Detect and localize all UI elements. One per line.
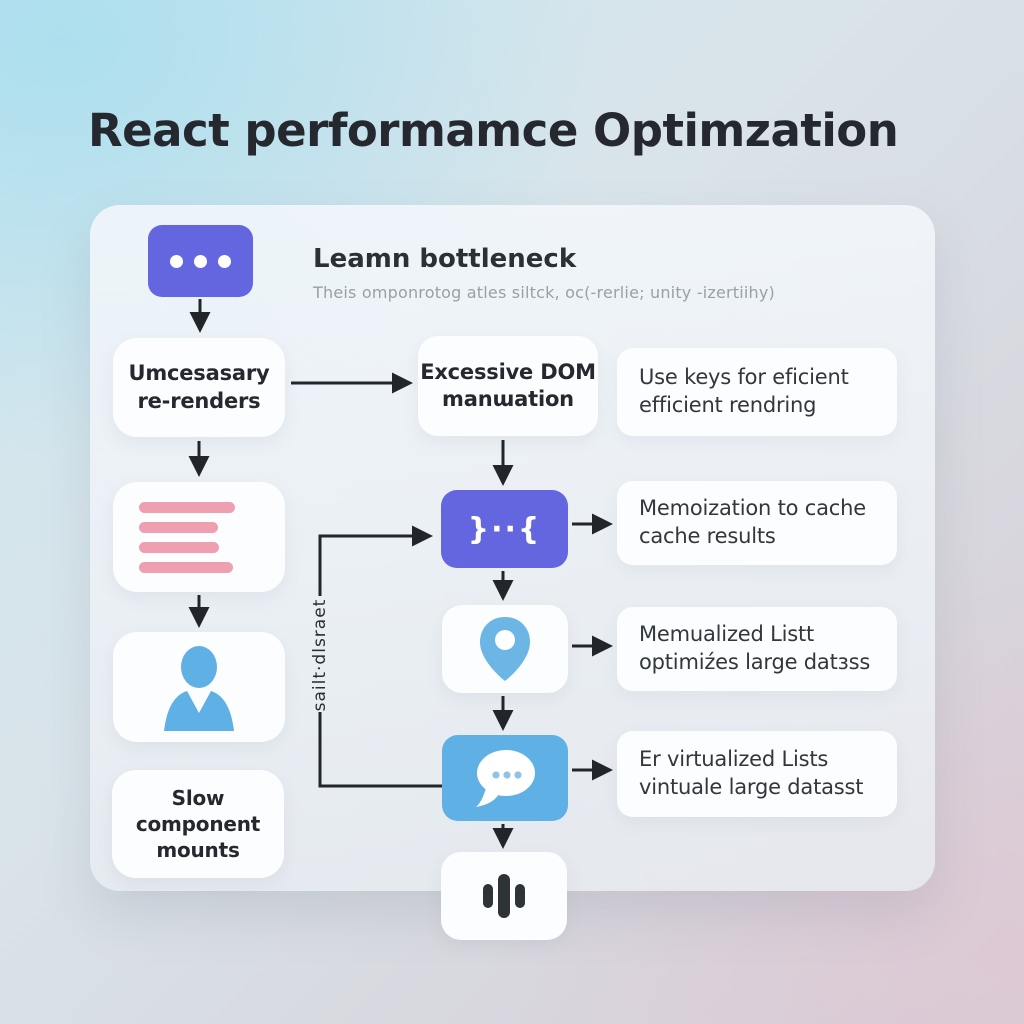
page-title: React performamce Optimzation (88, 104, 899, 157)
person-icon (164, 646, 234, 731)
node-slow-mounts: Slow component mounts (112, 770, 284, 878)
ellipsis-tile (148, 225, 253, 297)
equalizer-icon (483, 874, 525, 918)
chat-bubble-icon (476, 750, 535, 807)
ellipsis-icon (170, 254, 183, 268)
ellipsis-icon (194, 254, 207, 268)
code-braces-icon: }··{ (467, 511, 542, 547)
location-pin-icon (480, 617, 530, 681)
node-label: Excessive DOM manɯation (420, 359, 596, 411)
node-label: Slow component mounts (135, 786, 261, 862)
node-unnecessary-rerenders: Umcesasary re-renders (113, 338, 285, 437)
node-location (442, 605, 568, 693)
tip-memoized-list: Memualized Listt optimiźes large datɜss (617, 607, 897, 691)
node-equalizer (441, 852, 567, 940)
tip-virtualized-list: Er virtualized Lists vintuale large data… (617, 731, 897, 817)
tip-keys: Use keys for eficient efficient rendring (617, 348, 897, 436)
node-person (113, 632, 285, 742)
node-excessive-dom: Excessive DOM manɯation (418, 336, 598, 436)
section-title: Leamn bottleneck (313, 244, 577, 274)
section-subtitle: Theis omponrotog atles siltck, oc(-rerli… (313, 283, 775, 302)
node-chat (442, 735, 568, 821)
list-lines-icon (139, 501, 259, 573)
tip-memoization: Memoization to cache cache results (617, 481, 897, 565)
vertical-label: sailt·dlsraet (310, 598, 330, 712)
ellipsis-icon (218, 254, 231, 268)
node-list-lines (113, 482, 285, 592)
node-code: }··{ (441, 490, 568, 568)
node-label: Umcesasary re-renders (128, 361, 270, 413)
